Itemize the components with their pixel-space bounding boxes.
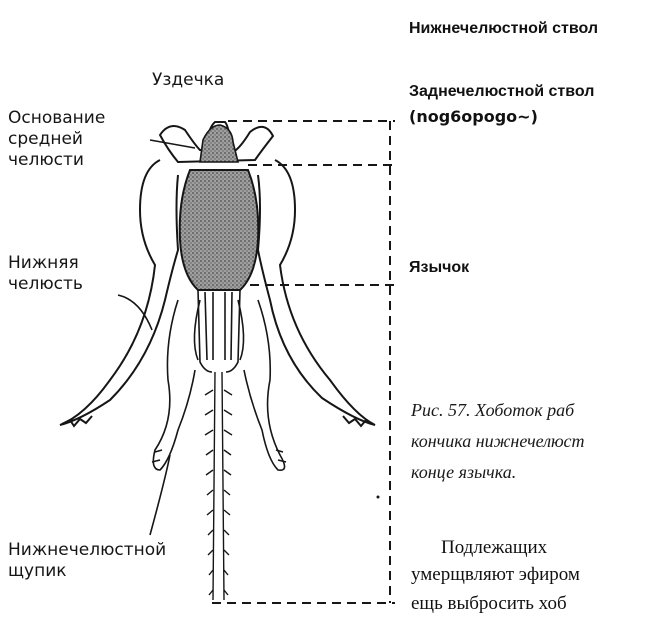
body-text-line-3: ещь выбросить хоб (411, 590, 567, 617)
mentum-base-shape (160, 122, 273, 162)
glossa-shape (180, 170, 259, 290)
label-maxillary-palp: Нижнечелюстной щупик (8, 540, 166, 582)
rods-shape (194, 290, 243, 372)
label-frenum: Уздечка (152, 70, 224, 91)
speck (377, 496, 380, 499)
figure-caption-line-1: Рис. 57. Хоботок раб (411, 395, 574, 426)
label-mentum-base: Основание средней челюсти (8, 108, 105, 171)
labial-palp-shape (152, 300, 286, 470)
label-maxilla: Нижняя челюсть (8, 253, 83, 295)
label-postmentum: Заднечелюстной ствол (409, 83, 594, 101)
figure-caption-line-2: кончика нижнечелюст (411, 426, 585, 457)
glossa-tip-shape (205, 372, 232, 600)
label-postmentum-note: (nog6opogo~) (409, 107, 538, 126)
body-text-line-1: Подлежащих (441, 534, 547, 561)
label-maxillary-stipes: Нижнечелюстной ствол (409, 20, 598, 38)
label-glossa: Язычок (409, 259, 469, 277)
figure-caption-line-3: конце язычка. (411, 457, 516, 488)
body-text-line-2: умерщвляют эфиром (411, 561, 580, 588)
